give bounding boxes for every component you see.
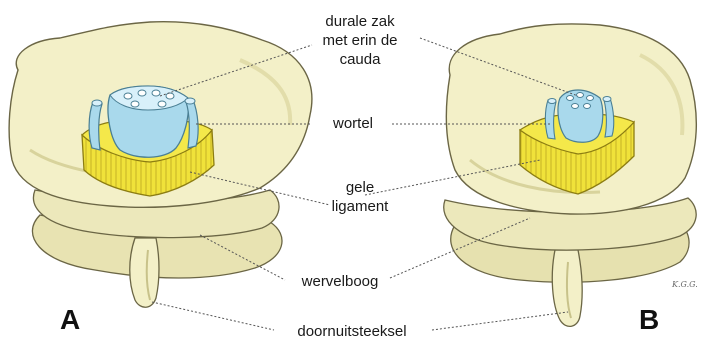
vertebra-a-spinous-process — [130, 238, 159, 307]
panel-label-b: B — [639, 304, 659, 336]
label-yellow-ligament: gele ligament — [305, 178, 415, 216]
vertebra-b — [444, 24, 697, 327]
label-yellow-ligament-line2: ligament — [305, 197, 415, 216]
label-dural-sac-line2: met erin de — [305, 31, 415, 50]
artist-signature: K.G.G. — [672, 280, 698, 289]
label-vertebral-arch: wervelboog — [285, 272, 395, 291]
label-dural-sac-line3: cauda — [305, 50, 415, 69]
label-spinous-process: doornuitsteeksel — [272, 322, 432, 341]
label-dural-sac-line1: durale zak — [305, 12, 415, 31]
label-dural-sac: durale zak met erin de cauda — [305, 12, 415, 69]
vertebra-a — [9, 22, 312, 308]
panel-label-a: A — [60, 304, 80, 336]
label-root: wortel — [316, 114, 390, 133]
label-yellow-ligament-line1: gele — [305, 178, 415, 197]
